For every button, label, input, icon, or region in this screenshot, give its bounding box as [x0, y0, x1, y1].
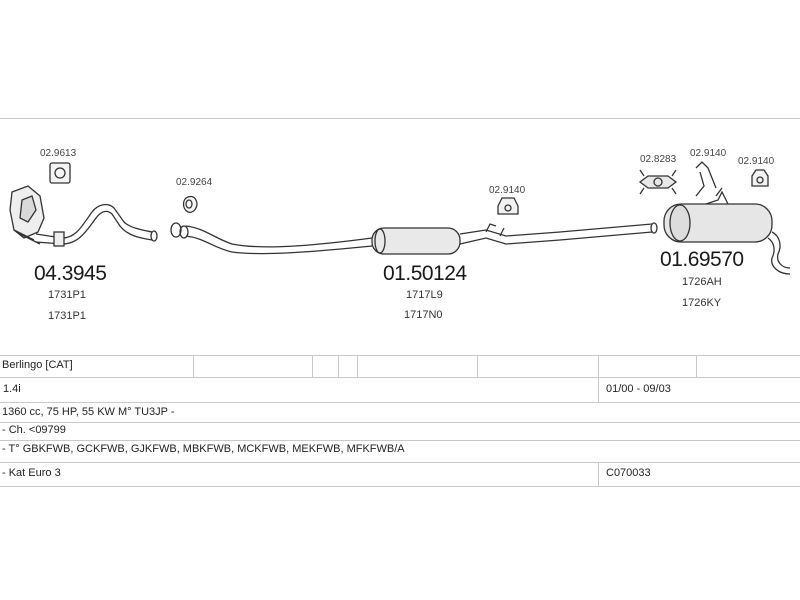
model-cell: Berlingo [CAT]	[2, 359, 73, 371]
front-code: 1731P1	[48, 310, 86, 322]
hanger-part-number: 02.9140	[738, 156, 775, 167]
rear-code: 1726KY	[682, 297, 722, 309]
hanger-part-number: 02.9140	[690, 148, 727, 159]
types-cell: - T° GBKFWB, GCKFWB, GJKFWB, MBKFWB, MCK…	[2, 443, 405, 455]
engine-cell: 1.4i	[3, 383, 21, 395]
top-border	[0, 118, 800, 119]
bracket-part-number: 02.8283	[640, 154, 677, 165]
front-part-number: 04.3945	[34, 262, 107, 285]
rear-muffler-icon	[663, 190, 791, 275]
rear-part-number: 01.69570	[660, 248, 744, 271]
spec-cell: 1360 cc, 75 HP, 55 KW M° TU3JP -	[2, 406, 175, 418]
clamp-part-number: 02.9613	[40, 148, 77, 159]
hanger-icon	[695, 161, 723, 197]
hanger-icon	[751, 169, 769, 187]
cat-code-cell: C070033	[606, 467, 651, 479]
gasket-icon	[182, 195, 198, 213]
catalytic-converter-icon	[9, 185, 45, 245]
chassis-cell: - Ch. <09799	[2, 424, 66, 436]
middle-part-number: 01.50124	[383, 262, 467, 285]
clamp-icon	[49, 162, 71, 184]
cat-cell: - Kat Euro 3	[2, 467, 61, 479]
rear-code: 1726AH	[682, 276, 722, 288]
front-code: 1731P1	[48, 289, 86, 301]
middle-code: 1717N0	[404, 309, 443, 321]
hanger-part-number: 02.9140	[489, 185, 526, 196]
middle-code: 1717L9	[406, 289, 443, 301]
gasket-part-number: 02.9264	[176, 177, 213, 188]
middle-pipe-icon	[170, 222, 658, 255]
hanger-icon	[497, 197, 519, 215]
dates-cell: 01/00 - 09/03	[606, 383, 671, 395]
bracket-icon	[638, 169, 678, 195]
front-pipe-icon	[35, 203, 158, 247]
exhaust-illustration	[9, 161, 791, 275]
